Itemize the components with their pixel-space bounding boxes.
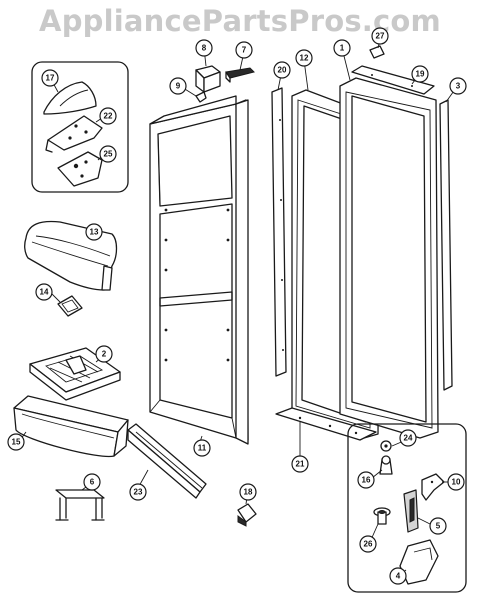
- svg-text:26: 26: [364, 540, 373, 549]
- svg-text:25: 25: [104, 150, 113, 159]
- inset-box-bottom-right: [347, 423, 467, 593]
- svg-text:20: 20: [278, 66, 287, 75]
- svg-text:15: 15: [12, 438, 21, 447]
- callout-10: 10: [447, 473, 465, 491]
- callout-25: 25: [99, 145, 117, 163]
- part-14-clip[interactable]: [57, 295, 83, 317]
- svg-text:14: 14: [40, 288, 49, 297]
- callout-22: 22: [99, 107, 117, 125]
- callout-19: 19: [411, 65, 429, 83]
- part-13-bin-cover[interactable]: [24, 220, 118, 291]
- part-22-hinge-plate[interactable]: [45, 115, 103, 153]
- part-18-bracket[interactable]: [237, 503, 257, 527]
- callout-4: 4: [389, 567, 407, 585]
- callout-8: 8: [195, 39, 213, 57]
- svg-text:22: 22: [104, 112, 113, 121]
- svg-text:18: 18: [244, 488, 253, 497]
- part-4-hinge-block[interactable]: [399, 539, 439, 585]
- callout-17: 17: [41, 69, 59, 87]
- svg-text:17: 17: [46, 74, 55, 83]
- svg-text:21: 21: [296, 460, 305, 469]
- callout-20: 20: [273, 61, 291, 79]
- svg-text:13: 13: [90, 228, 99, 237]
- callout-12: 12: [295, 49, 313, 67]
- callout-6: 6: [83, 473, 101, 491]
- part-10-hinge-bracket[interactable]: [421, 473, 445, 501]
- svg-text:27: 27: [376, 32, 385, 41]
- part-20-trim-strip[interactable]: [271, 87, 287, 377]
- part-8-housing[interactable]: [195, 65, 221, 93]
- part-7-switch[interactable]: [225, 67, 255, 83]
- part-15-door-bin[interactable]: [13, 395, 129, 458]
- part-24-washer[interactable]: [380, 440, 392, 452]
- callout-26: 26: [359, 535, 377, 553]
- callout-21: 21: [291, 455, 309, 473]
- callout-18: 18: [239, 483, 257, 501]
- svg-text:8: 8: [202, 44, 207, 53]
- svg-text:19: 19: [416, 70, 425, 79]
- callout-5: 5: [429, 517, 447, 535]
- callout-9: 9: [169, 77, 187, 95]
- part-23-shelf-bar[interactable]: [127, 423, 207, 499]
- svg-text:6: 6: [90, 478, 95, 487]
- svg-text:4: 4: [396, 572, 401, 581]
- part-26-hinge-pin[interactable]: [373, 507, 391, 525]
- svg-text:23: 23: [134, 488, 143, 497]
- svg-text:24: 24: [404, 434, 413, 443]
- part-9-screw[interactable]: [195, 91, 207, 103]
- svg-text:3: 3: [456, 82, 461, 91]
- svg-text:10: 10: [452, 478, 461, 487]
- svg-text:16: 16: [362, 476, 371, 485]
- svg-text:1: 1: [340, 44, 345, 53]
- part-21-bottom-trim[interactable]: [275, 407, 377, 441]
- part-19-top-cap[interactable]: [351, 65, 435, 95]
- callout-15: 15: [7, 433, 25, 451]
- callout-16: 16: [357, 471, 375, 489]
- callout-1: 1: [333, 39, 351, 57]
- svg-text:2: 2: [102, 350, 107, 359]
- part-5-plate[interactable]: [403, 489, 419, 533]
- part-3-side-trim[interactable]: [439, 99, 453, 391]
- callout-14: 14: [35, 283, 53, 301]
- svg-text:5: 5: [436, 522, 441, 531]
- part-11-door-liner[interactable]: [149, 95, 249, 445]
- part-25-bracket[interactable]: [57, 151, 103, 187]
- svg-text:9: 9: [176, 82, 181, 91]
- part-27-plug[interactable]: [369, 45, 385, 59]
- callout-7: 7: [235, 41, 253, 59]
- callout-11: 11: [193, 439, 211, 457]
- callout-24: 24: [399, 429, 417, 447]
- part-16-bushing[interactable]: [379, 455, 393, 475]
- inset-box-top-left: [31, 61, 129, 193]
- svg-text:12: 12: [300, 54, 309, 63]
- part-6-handle-bracket[interactable]: [55, 489, 105, 521]
- callout-2: 2: [95, 345, 113, 363]
- callout-23: 23: [129, 483, 147, 501]
- part-1-outer-door-panel[interactable]: [339, 77, 439, 439]
- svg-text:7: 7: [242, 46, 247, 55]
- callout-27: 27: [371, 27, 389, 45]
- callout-3: 3: [449, 77, 467, 95]
- callout-13: 13: [85, 223, 103, 241]
- part-17-cover[interactable]: [43, 81, 97, 115]
- svg-text:11: 11: [198, 444, 207, 453]
